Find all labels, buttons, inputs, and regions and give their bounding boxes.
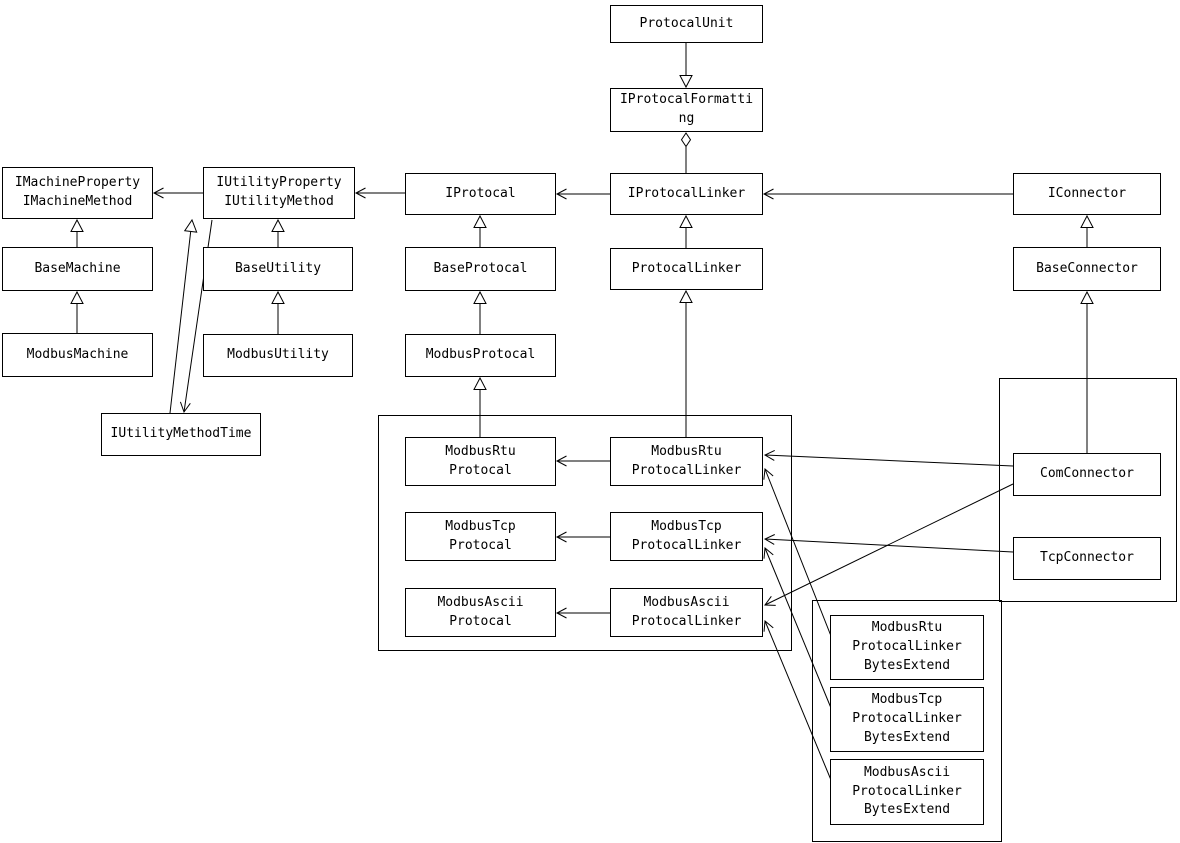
node-base-utility: BaseUtility: [203, 247, 353, 291]
node-iprotocal: IProtocal: [405, 173, 556, 215]
group-connectors: [999, 378, 1177, 602]
node-modbus-ascii-protocal: ModbusAscii Protocal: [405, 588, 556, 637]
node-iutility-method-time: IUtilityMethodTime: [101, 413, 261, 456]
edge-comconnector-rtulinker: [763, 449, 1014, 467]
node-iprotocal-formatting: IProtocalFormatti ng: [610, 88, 763, 132]
group-modbus-protocols: [378, 415, 792, 651]
node-modbus-rtu-protocal-linker: ModbusRtu ProtocalLinker: [610, 437, 763, 486]
node-base-machine: BaseMachine: [2, 247, 153, 291]
node-modbus-ascii-pl-bytes-extend: ModbusAscii ProtocalLinker BytesExtend: [830, 759, 984, 825]
node-modbus-rtu-protocal: ModbusRtu Protocal: [405, 437, 556, 486]
node-modbus-rtu-pl-bytes-extend: ModbusRtu ProtocalLinker BytesExtend: [830, 615, 984, 680]
node-modbus-tcp-protocal-linker: ModbusTcp ProtocalLinker: [610, 512, 763, 561]
node-modbus-utility: ModbusUtility: [203, 334, 353, 377]
node-com-connector: ComConnector: [1013, 453, 1161, 496]
edge-tcpbytesextend-tcplinker: [763, 547, 832, 709]
node-modbus-tcp-protocal: ModbusTcp Protocal: [405, 512, 556, 561]
node-iconnector: IConnector: [1013, 173, 1161, 215]
edge-asciibytesextend-asciilinker: [763, 620, 832, 781]
node-modbus-ascii-protocal-linker: ModbusAscii ProtocalLinker: [610, 588, 763, 637]
node-protocal-unit: ProtocalUnit: [610, 5, 763, 43]
node-iprotocal-linker: IProtocalLinker: [610, 173, 763, 215]
node-modbus-machine: ModbusMachine: [2, 333, 153, 377]
group-bytes-extend: [812, 600, 1002, 842]
edge-iutilitymethodtime-iutility: [169, 218, 198, 414]
node-base-protocal: BaseProtocal: [405, 247, 556, 291]
edge-rtubytesextend-rtulinker: [763, 468, 832, 637]
node-imachine: IMachineProperty IMachineMethod: [2, 167, 153, 219]
node-tcp-connector: TcpConnector: [1013, 537, 1161, 580]
edge-comconnector-asciilinker: [764, 483, 1014, 606]
edge-tcpconnector-tcplinker: [763, 534, 1014, 553]
node-modbus-tcp-pl-bytes-extend: ModbusTcp ProtocalLinker BytesExtend: [830, 687, 984, 752]
node-modbus-protocal: ModbusProtocal: [405, 334, 556, 377]
node-iutility: IUtilityProperty IUtilityMethod: [203, 167, 355, 219]
node-base-connector: BaseConnector: [1013, 247, 1161, 291]
node-protocal-linker: ProtocalLinker: [610, 248, 763, 290]
